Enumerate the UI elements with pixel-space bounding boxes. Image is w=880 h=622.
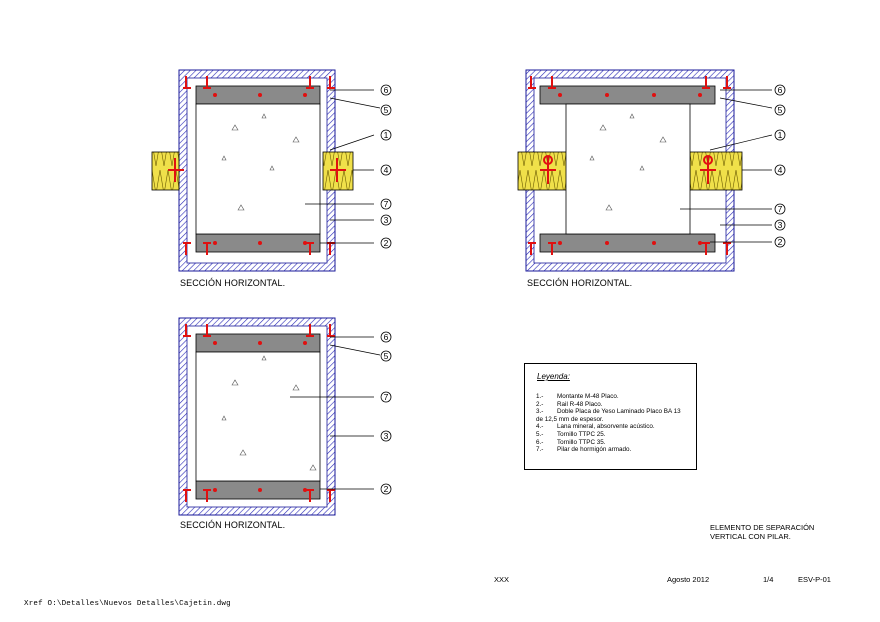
marker-5-d2 bbox=[774, 104, 786, 116]
detail-3 bbox=[178, 317, 336, 516]
marker-label: 6 bbox=[384, 85, 389, 95]
legend-item: 5.- Tornillo TTPC 25. bbox=[536, 431, 681, 439]
legend-text: Tornillo TTPC 25. bbox=[557, 430, 606, 438]
legend-text: Montante M-48 Placo. bbox=[557, 393, 619, 400]
aggregate-marks bbox=[221, 113, 667, 471]
legend-text: de 12,5 mm de espesor. bbox=[536, 415, 604, 423]
marker-3-d1 bbox=[380, 214, 392, 226]
caption-section-2: SECCIÓN HORIZONTAL. bbox=[527, 278, 633, 288]
legend-key: 3.- bbox=[536, 408, 544, 416]
footer-code: ESV-P-01 bbox=[798, 575, 831, 584]
leader-lines bbox=[290, 89, 773, 490]
marker-label: 7 bbox=[778, 204, 783, 214]
footer-date: Agosto 2012 bbox=[667, 575, 710, 584]
legend-text: Doble Placa de Yeso Laminado Placo BA 13 bbox=[557, 408, 681, 416]
marker-label: 2 bbox=[384, 238, 389, 248]
marker-2-d2 bbox=[774, 236, 786, 248]
marker-labels: 6 5 1 4 7 3 2 6 5 1 4 7 3 2 6 5 7 3 2 bbox=[384, 85, 783, 494]
marker-3-d2 bbox=[774, 219, 786, 231]
legend-text: Tornillo TTPC 35. bbox=[557, 438, 606, 446]
marker-4-d1 bbox=[380, 164, 392, 176]
marker-7-d3 bbox=[380, 391, 392, 403]
bolt-dots bbox=[213, 93, 307, 245]
detail-2 bbox=[517, 69, 743, 272]
screws bbox=[528, 76, 731, 255]
marker-label: 1 bbox=[778, 130, 783, 140]
marker-label: 5 bbox=[384, 105, 389, 115]
marker-label: 5 bbox=[778, 105, 783, 115]
legend-key: 1.- bbox=[536, 393, 544, 400]
marker-label: 3 bbox=[384, 215, 389, 225]
marker-label: 7 bbox=[384, 199, 389, 209]
marker-4-d2 bbox=[774, 164, 786, 176]
title-line-2: VERTICAL CON PILAR. bbox=[710, 532, 791, 541]
footer-project: XXX bbox=[494, 575, 510, 584]
title-block: ELEMENTO DE SEPARACIÓN VERTICAL CON PILA… bbox=[710, 523, 814, 541]
marker-6-d3 bbox=[380, 331, 392, 343]
legend-key: 6.- bbox=[536, 438, 544, 446]
legend-title: Leyenda: bbox=[537, 372, 570, 381]
marker-6-d2 bbox=[774, 84, 786, 96]
title-line-1: ELEMENTO DE SEPARACIÓN bbox=[710, 523, 815, 532]
legend-box: Leyenda: 1.- Montante M-48 Placo. 2.- Rail… bbox=[524, 363, 697, 470]
bolt-dots bbox=[213, 341, 307, 492]
legend-key: 5.- bbox=[536, 430, 544, 438]
xref-path: Xref O:\Detalles\Nuevos Detalles\Cajetin… bbox=[24, 600, 231, 608]
marker-label: 6 bbox=[384, 332, 389, 342]
marker-label: 4 bbox=[778, 165, 783, 175]
marker-label: 6 bbox=[778, 85, 783, 95]
concrete-pillar bbox=[195, 351, 321, 482]
marker-1-d2 bbox=[774, 129, 786, 141]
caption-section-1: SECCIÓN HORIZONTAL. bbox=[180, 278, 286, 288]
rail-bottom bbox=[539, 233, 716, 253]
legend-item: de 12,5 mm de espesor. bbox=[536, 416, 681, 424]
marker-label: 4 bbox=[384, 165, 389, 175]
marker-3-d3 bbox=[380, 430, 392, 442]
marker-6-d1 bbox=[380, 84, 392, 96]
legend-item: 6.- Tornillo TTPC 35. bbox=[536, 439, 681, 447]
legend-key: 7.- bbox=[536, 446, 544, 454]
caption-section-3: SECCIÓN HORIZONTAL. bbox=[180, 520, 286, 530]
marker-label: 3 bbox=[778, 220, 783, 230]
bolt-dots bbox=[558, 93, 702, 245]
legend-item: 3.- Doble Placa de Yeso Laminado Placo BA… bbox=[536, 408, 681, 416]
marker-7-d1 bbox=[380, 198, 392, 210]
marker-label: 2 bbox=[778, 237, 783, 247]
marker-2-d1 bbox=[380, 237, 392, 249]
legend-key: 2.- bbox=[536, 400, 544, 408]
legend-item: 1.- Montante M-48 Placo. bbox=[536, 393, 681, 401]
legend-list: 1.- Montante M-48 Placo. 2.- Rail R-48 Pla… bbox=[536, 393, 681, 454]
legend-key: 4.- bbox=[536, 423, 544, 431]
legend-text: Lana mineral, absorvente acústico. bbox=[557, 423, 655, 431]
legend-text: Pilar de hormigón armado. bbox=[557, 446, 632, 454]
marker-label: 7 bbox=[384, 392, 389, 402]
marker-2-d3 bbox=[380, 483, 392, 495]
screws bbox=[168, 76, 346, 255]
rail-top bbox=[539, 85, 716, 105]
marker-label: 1 bbox=[384, 130, 389, 140]
screws bbox=[183, 324, 335, 502]
detail-1 bbox=[151, 69, 354, 272]
concrete-pillar bbox=[195, 103, 321, 235]
legend-text: Rail R-48 Placo. bbox=[557, 400, 603, 408]
marker-1-d1 bbox=[380, 129, 392, 141]
marker-label: 2 bbox=[384, 484, 389, 494]
legend-item: 2.- Rail R-48 Placo. bbox=[536, 401, 681, 409]
marker-7-d2 bbox=[774, 203, 786, 215]
legend-item: 7.- Pilar de hormigón armado. bbox=[536, 446, 681, 454]
concrete-pillar bbox=[565, 103, 691, 235]
legend-item: 4.- Lana mineral, absorvente acústico. bbox=[536, 423, 681, 431]
marker-5-d3 bbox=[380, 350, 392, 362]
marker-label: 5 bbox=[384, 351, 389, 361]
marker-5-d1 bbox=[380, 104, 392, 116]
marker-label: 3 bbox=[384, 431, 389, 441]
marker-circles bbox=[380, 84, 786, 495]
footer-sheet: 1/4 bbox=[763, 575, 774, 584]
